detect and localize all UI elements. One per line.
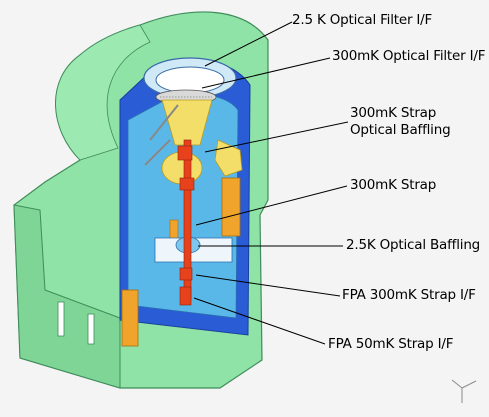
label-2-5k-optical-filter-if: 2.5 K Optical Filter I/F xyxy=(292,12,433,28)
aperture-inner-ring xyxy=(155,66,225,94)
optical-baffle-cone xyxy=(161,99,213,146)
label-300mk-strap-optical-baffling-line1: 300mK Strap xyxy=(350,105,437,121)
red-strap-clamp-2 xyxy=(179,267,193,281)
red-strap-top-block xyxy=(177,145,193,161)
red-strap-clamp-1 xyxy=(179,177,195,191)
red-strap-bottom xyxy=(179,286,192,306)
orange-support-right xyxy=(221,177,241,237)
label-300mk-strap: 300mK Strap xyxy=(350,177,437,193)
orange-support-left xyxy=(121,289,139,347)
label-300mk-strap-optical-baffling-line2: Optical Baffling xyxy=(350,122,451,138)
label-300mk-optical-filter-if: 300mK Optical Filter I/F xyxy=(332,48,486,64)
label-fpa-50mk-strap-if: FPA 50mK Strap I/F xyxy=(328,336,454,352)
housing-slot-1 xyxy=(57,301,65,337)
housing-slot-2 xyxy=(87,313,95,345)
optical-baffle-right xyxy=(214,139,243,177)
label-fpa-300mk-strap-if: FPA 300mK Strap I/F xyxy=(342,287,476,303)
label-2-5k-optical-baffling: 2.5K Optical Baffling xyxy=(346,237,481,253)
leader-lines xyxy=(193,21,349,345)
green-housing-top-rim xyxy=(55,24,151,161)
axis-triad-icon xyxy=(451,379,477,403)
